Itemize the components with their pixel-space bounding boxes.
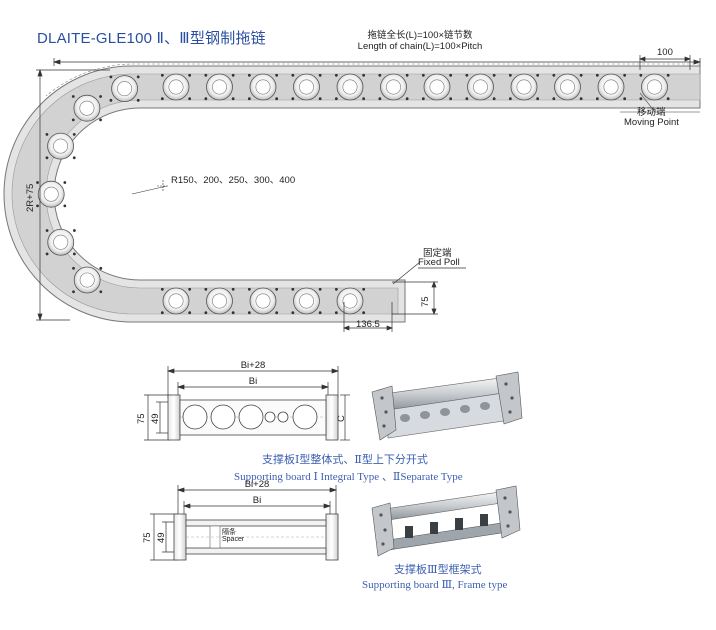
board-three-render bbox=[371, 485, 521, 557]
chain-link-disc bbox=[247, 73, 279, 101]
chain-link-disc bbox=[508, 73, 540, 101]
board-one-inner-width: Bi bbox=[248, 376, 258, 387]
board-one-height-inner: 49 bbox=[150, 413, 161, 424]
moving-leader bbox=[639, 92, 656, 113]
chain-length-en: Length of chain(L)=100×Pitch bbox=[357, 41, 483, 52]
board-three-caption-cn: 支撑板Ⅲ型框架式 bbox=[394, 563, 482, 576]
radius-leader bbox=[131, 180, 169, 195]
bend-links bbox=[36, 75, 140, 294]
chain-link-disc bbox=[465, 73, 496, 101]
height-dimension bbox=[36, 68, 110, 322]
board-one-caption-en: Supporting board Ⅰ Integral Type 、ⅡSepar… bbox=[234, 471, 463, 483]
board-one-caption-cn: 支撑板Ⅰ型整体式、Ⅱ型上下分开式 bbox=[262, 453, 428, 466]
page-title: DLAITE-GLE100 Ⅱ、Ⅲ型钢制拖链 bbox=[37, 30, 266, 47]
fixed-height-label: 75 bbox=[420, 296, 431, 307]
chain-link-disc bbox=[72, 266, 103, 294]
board-one-render bbox=[371, 371, 523, 441]
board-three-inner-width: Bi bbox=[252, 495, 262, 506]
chain-link-disc bbox=[378, 73, 409, 101]
chain-link-disc bbox=[552, 73, 583, 101]
chain-link-disc bbox=[109, 75, 140, 103]
board-three-outer-width: Bi+28 bbox=[244, 479, 270, 490]
board-three-height-inner: 49 bbox=[156, 532, 167, 543]
spacer-label-en: Spacer bbox=[222, 536, 245, 543]
top-run-links bbox=[160, 73, 670, 101]
chain-link-disc bbox=[204, 287, 235, 315]
board-three-caption-en: Supporting board Ⅲ, Frame type bbox=[362, 579, 508, 591]
chain-link-disc bbox=[291, 73, 322, 101]
height-label: 2R+75 bbox=[25, 183, 36, 212]
chain-link-disc bbox=[334, 73, 366, 101]
board-one-outer-width: Bi+28 bbox=[240, 360, 266, 371]
chain-length-cn: 拖链全长(L)=100×链节数 bbox=[367, 30, 473, 41]
radius-label: R150、200、250、300、400 bbox=[171, 175, 296, 186]
moving-point-en: Moving Point bbox=[624, 117, 679, 128]
chain-link-disc bbox=[291, 287, 322, 315]
chain-link-disc bbox=[45, 228, 76, 256]
chain-link-disc bbox=[71, 94, 102, 122]
chain-link-disc bbox=[247, 287, 279, 315]
chain-link-disc bbox=[595, 73, 627, 101]
chain-link-disc bbox=[204, 73, 235, 101]
board-three-height-outer: 75 bbox=[142, 532, 153, 543]
board-one-height-outer: 75 bbox=[136, 413, 147, 424]
chain-link-disc bbox=[639, 73, 670, 101]
chain-link-disc bbox=[160, 73, 192, 101]
chain-link-disc bbox=[160, 287, 192, 315]
spacer-label-cn: 隔条 bbox=[222, 529, 236, 536]
chain-link-disc bbox=[421, 73, 453, 101]
board-three-drawing bbox=[150, 485, 339, 561]
chain-link-disc bbox=[45, 132, 76, 160]
fixed-end-cn: 固定端 bbox=[423, 248, 452, 259]
fixed-end-en: Fixed Poll bbox=[418, 257, 460, 268]
moving-point-cn: 移动端 bbox=[637, 107, 666, 118]
drag-chain bbox=[3, 65, 701, 323]
pitch-dimension bbox=[639, 55, 691, 70]
board-one-drawing bbox=[144, 366, 350, 441]
bottom-run-links bbox=[160, 287, 366, 315]
fixed-offset-label: 136.5 bbox=[356, 319, 380, 330]
chain-link-disc bbox=[334, 287, 366, 315]
board-one-side-label: C bbox=[336, 415, 347, 422]
pitch-label: 100 bbox=[657, 47, 673, 58]
envelope-line bbox=[45, 63, 700, 97]
length-dimension bbox=[52, 58, 702, 66]
chain-link-disc bbox=[36, 180, 67, 208]
fixed-dimension bbox=[343, 261, 466, 332]
